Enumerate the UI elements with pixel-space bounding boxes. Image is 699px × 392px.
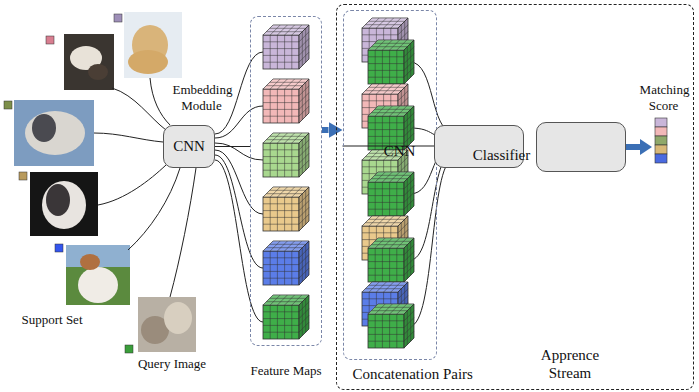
photo (64, 34, 114, 90)
node-text: Apprence Stream (533, 346, 607, 384)
pair-wire (410, 62, 453, 326)
node-text: CNN (173, 138, 205, 155)
photo (30, 172, 98, 236)
color-tag (19, 172, 27, 180)
node-text: Classifier (465, 146, 539, 165)
color-tag (55, 244, 63, 252)
node-text: Feature Maps (250, 363, 321, 379)
output-label: Matching Score (636, 82, 692, 113)
concat-group: Concatenation Pairs (343, 10, 437, 360)
photo (14, 100, 94, 166)
connector-line (215, 146, 250, 147)
feature-map-group: Feature Maps (250, 16, 322, 346)
module-label: Embedding Module (170, 82, 234, 113)
photo (124, 12, 182, 78)
classifier-box: Classifier (536, 122, 626, 172)
input-label: Query Image (132, 356, 212, 372)
label-text: Support Set (20, 312, 83, 327)
photo (66, 245, 130, 305)
feature-map (263, 25, 309, 339)
flow-arrow (322, 127, 329, 133)
stream-region: Apprence Stream Concatenation PairsCNN Cla… (336, 4, 694, 390)
concat-pair (362, 18, 414, 348)
cnn-box: CNN (163, 125, 215, 168)
color-tag (46, 36, 54, 44)
color-tag (114, 14, 122, 22)
label-text: Embedding Module (172, 82, 233, 113)
color-tag (4, 101, 12, 109)
label-text: Query Image (137, 356, 207, 371)
color-tag (125, 345, 133, 353)
photo (138, 297, 196, 352)
group-label: Support Set (14, 312, 90, 328)
score-arrow (640, 139, 652, 155)
score-bar (655, 118, 667, 163)
node-text: CNN (363, 142, 437, 161)
label-text: Matching Score (639, 82, 690, 113)
